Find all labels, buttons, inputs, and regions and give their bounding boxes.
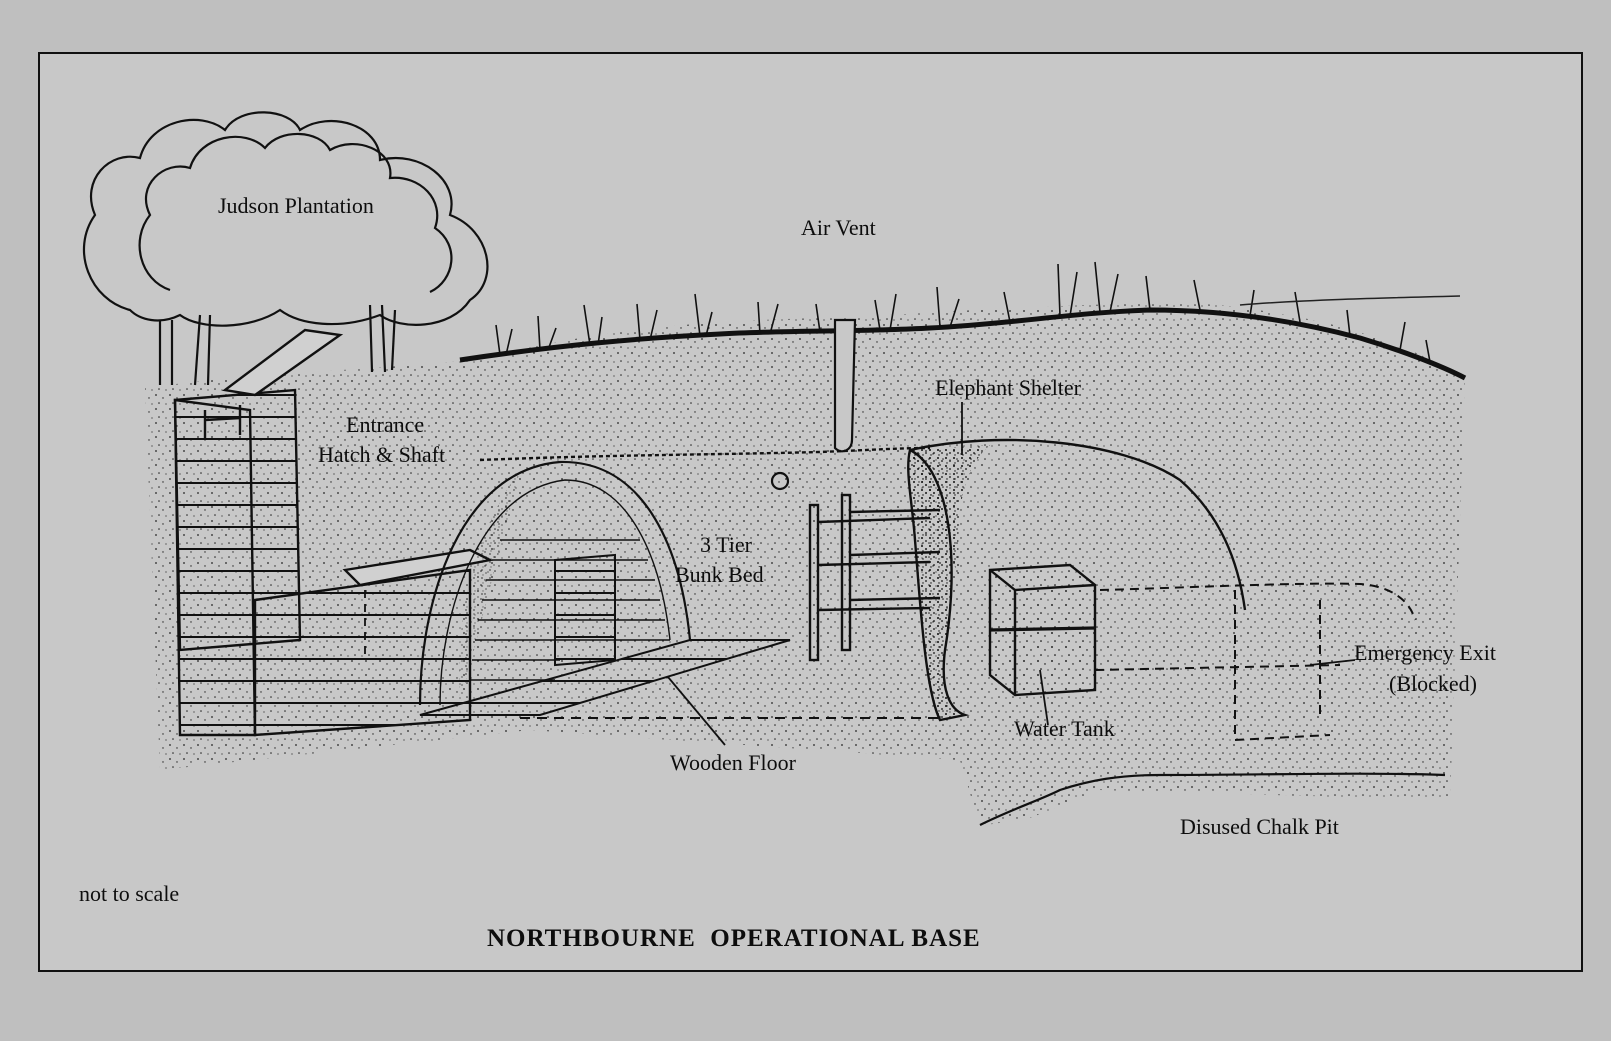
water-tank-shape: [988, 563, 1097, 697]
label-elephant-shelter: Elephant Shelter: [935, 375, 1082, 400]
bunk-bed: [808, 493, 941, 662]
chamber-ceiling: [479, 446, 931, 462]
label-wooden-floor: Wooden Floor: [670, 750, 796, 775]
label-water-tank: Water Tank: [1014, 716, 1115, 741]
scale-note: not to scale: [79, 881, 180, 906]
entrance-shaft: [173, 328, 344, 737]
tree-canopy: [82, 111, 489, 327]
label-emergency-line1: Emergency Exit: [1354, 640, 1496, 665]
label-air-vent: Air Vent: [801, 215, 876, 240]
chalk-pit-edge: [979, 772, 1446, 826]
grass-tufts: [495, 261, 1431, 363]
label-emergency-line2: (Blocked): [1389, 671, 1477, 696]
horizon-line: [1239, 295, 1461, 306]
air-vent: [770, 318, 857, 491]
ground-earth: [145, 303, 1465, 826]
emergency-exit: [1094, 582, 1416, 741]
label-bunk-line2: Bunk Bed: [675, 562, 764, 587]
label-chalk-pit: Disused Chalk Pit: [1180, 814, 1339, 839]
leader-lines: [667, 402, 1356, 746]
label-entrance-line2: Hatch & Shaft: [318, 442, 446, 467]
wooden-floor: [419, 639, 940, 719]
tree-trunks: [158, 304, 397, 386]
label-entrance-line1: Entrance: [346, 412, 425, 437]
label-plantation: Judson Plantation: [218, 193, 374, 218]
label-bunk-line1: 3 Tier: [700, 532, 752, 557]
entrance-arch: [418, 460, 692, 706]
diagram-title: NORTHBOURNE OPERATIONAL BASE: [487, 925, 981, 952]
grass-line: [459, 307, 1467, 381]
rear-blocks: [554, 553, 616, 667]
elephant-shelter: [907, 438, 1247, 722]
